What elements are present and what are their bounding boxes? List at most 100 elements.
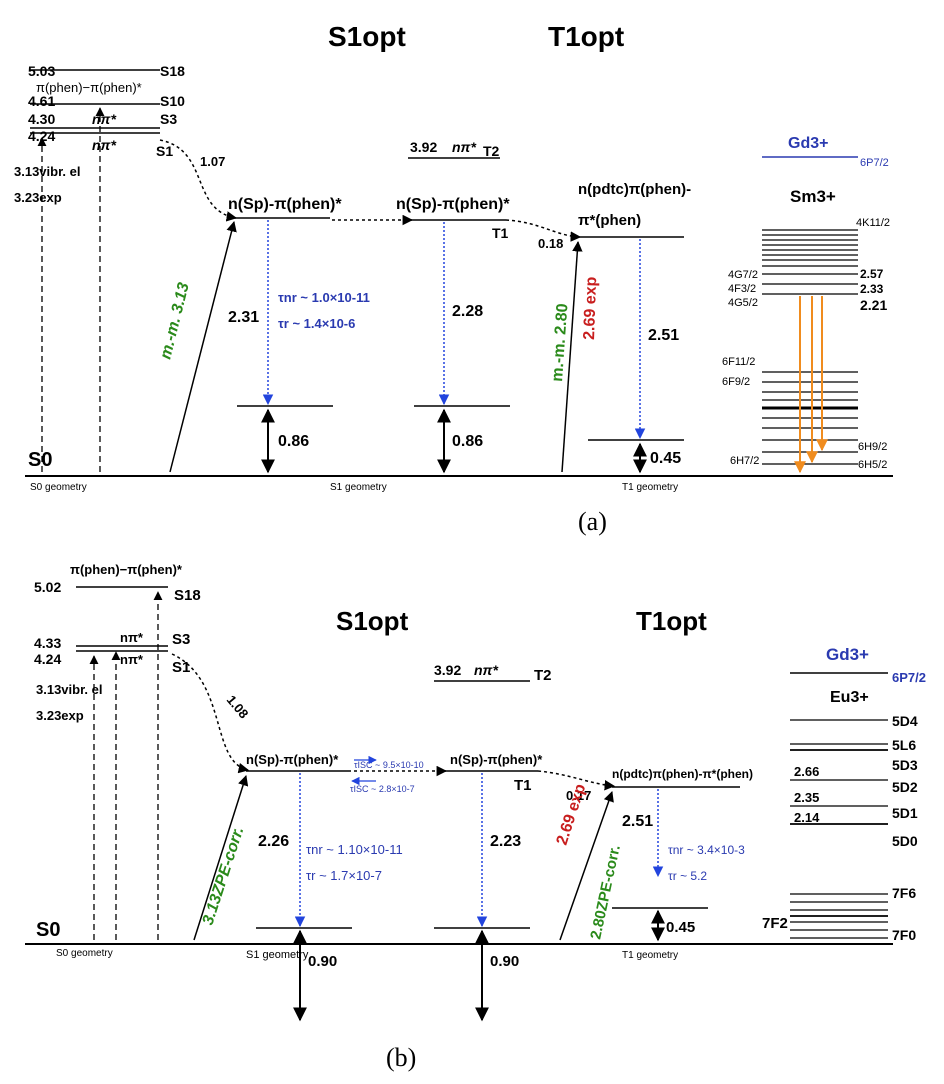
- panel-b-f6: 7F6: [892, 885, 916, 901]
- panel-a-label-s18: S18: [160, 63, 185, 79]
- panel-a: S1opt T1opt S0 5.03 4.61 4.30 4.24 π(phe…: [14, 21, 893, 493]
- panel-b-exp: 3.23exp: [36, 708, 84, 723]
- panel-b-tau-nr: τnr ~ 1.10×10-11: [306, 842, 403, 857]
- panel-b-npi-t2: nπ*: [474, 662, 499, 678]
- panel-b-eu-levels: [790, 719, 888, 939]
- panel-b-label-s3: S3: [172, 631, 190, 648]
- panel-a-h92: 6H9/2: [858, 441, 887, 453]
- panel-b-pp-phen: π(phen)−π(phen)*: [70, 562, 183, 577]
- panel-a-mm-s1: m.-m. 3.13: [157, 281, 192, 361]
- panel-a-sm-levels: [762, 229, 858, 465]
- panel-b-geom-s1: S1 geometry: [246, 949, 309, 961]
- panel-a-mm-arrow-t1: [561, 240, 583, 473]
- panel-a-f112: 6F11/2: [722, 356, 755, 368]
- panel-a-vibr: 3.13vibr. el: [14, 164, 81, 179]
- panel-a-label-t1: T1: [492, 225, 509, 241]
- panel-a-label-s1: S1: [156, 143, 173, 159]
- panel-b-tau-isc-b: τISC ~ 2.8×10-7: [350, 784, 415, 794]
- panel-b-gap-s1: 1.08: [224, 692, 252, 721]
- panel-b-zpe-arrow-t1: [559, 791, 614, 941]
- panel-a-g52: 4G5/2: [728, 297, 758, 309]
- panel-a-geom-s1: S1 geometry: [330, 482, 387, 493]
- panel-b-d2: 5D2: [892, 779, 918, 795]
- panel-b-energy-s18: 5.02: [34, 579, 61, 595]
- panel-a-low-s1: 0.86: [278, 433, 309, 450]
- panel-a-gd-level-label: 6P7/2: [860, 157, 889, 169]
- panel-a-em-t1: 2.51: [648, 327, 679, 344]
- panel-a-label-s3: S3: [160, 111, 177, 127]
- panel-b-energy-s3: 4.33: [34, 635, 61, 651]
- panel-a-tau-r: τr ~ 1.4×10-6: [278, 316, 355, 331]
- panel-a-e233: 2.33: [860, 282, 884, 296]
- panel-a-em-t1s: 2.28: [452, 303, 483, 320]
- panel-b-npi-upper: nπ*: [120, 630, 144, 645]
- panel-b-label-t2: T2: [534, 667, 552, 684]
- panel-a-energy-s3: 4.30: [28, 111, 55, 127]
- panel-b-exp-t1: 2.69 exp: [554, 782, 590, 848]
- panel-b-header-s1opt: S1opt: [336, 606, 409, 636]
- panel-b-low-s1: 0.90: [308, 953, 337, 970]
- panel-b-low-t1: 0.45: [666, 919, 695, 936]
- panel-a-g72: 4G7/2: [728, 269, 758, 281]
- panel-a-npi-lower: nπ*: [92, 137, 117, 153]
- panel-b-gap-t1: 0.17: [566, 788, 591, 803]
- panel-a-state-t1s: n(Sp)-π(phen)*: [396, 196, 510, 213]
- panel-b-d3: 5D3: [892, 757, 918, 773]
- panel-a-k112: 4K11/2: [856, 217, 890, 229]
- panel-a-label-s10: S10: [160, 93, 185, 109]
- panel-b-tau-r-t: τr ~ 5.2: [668, 869, 707, 883]
- panel-a-state-t1-l2: π*(phen): [578, 212, 641, 229]
- panel-b-zpe-t1: 2.80ZPE-corr.: [587, 844, 624, 941]
- panel-b-gd-level-label: 6P7/2: [892, 670, 926, 685]
- panel-b-d0: 5D0: [892, 833, 918, 849]
- panel-a-geom-t1: T1 geometry: [622, 482, 678, 493]
- panel-b-e235: 2.35: [794, 790, 819, 805]
- panel-b-l6: 5L6: [892, 737, 916, 753]
- panel-b-tau-nr-t: τnr ~ 3.4×10-3: [668, 843, 745, 857]
- panel-a-state-s1: n(Sp)-π(phen)*: [228, 196, 342, 213]
- panel-b-energy-t2: 3.92: [434, 662, 461, 678]
- panel-b-geom-t1: T1 geometry: [622, 950, 678, 961]
- panel-a-e257: 2.57: [860, 267, 884, 281]
- panel-a-label-t2: T2: [483, 143, 500, 159]
- panel-a-exp-t1: 2.69 exp: [581, 276, 600, 340]
- panel-a-e221: 2.21: [860, 297, 887, 313]
- panel-a-geom-s0: S0 geometry: [30, 482, 87, 493]
- panel-a-h72: 6H7/2: [730, 455, 759, 467]
- panel-a-energy-t2: 3.92: [410, 139, 437, 155]
- panel-b-npi-lower: nπ*: [120, 652, 144, 667]
- panel-a-s0-label: S0: [28, 449, 52, 471]
- panel-a-header-s1opt: S1opt: [328, 21, 406, 52]
- panel-a-em-s1: 2.31: [228, 309, 259, 326]
- panel-a-relax-curve-t1: [505, 219, 582, 242]
- panel-a-energy-s18: 5.03: [28, 63, 55, 79]
- figure-label-a: (a): [578, 507, 607, 536]
- panel-b-tau-isc-f: τISC ~ 9.5×10-10: [354, 760, 424, 770]
- panel-b-energy-s1: 4.24: [34, 651, 61, 667]
- panel-b-f0: 7F0: [892, 927, 916, 943]
- panel-b-state-s1: n(Sp)-π(phen)*: [246, 752, 339, 767]
- panel-b-e214: 2.14: [794, 810, 820, 825]
- panel-b-state-t1s: n(Sp)-π(phen)*: [450, 752, 543, 767]
- panel-a-gap-s1: 1.07: [200, 154, 225, 169]
- panel-b-e266: 2.66: [794, 764, 819, 779]
- panel-b-relax-curve-t1: [537, 770, 616, 791]
- panel-a-low-t1s: 0.86: [452, 433, 483, 450]
- panel-b-em-t1s: 2.23: [490, 833, 521, 850]
- panel-a-energy-s1: 4.24: [28, 128, 55, 144]
- panel-a-gd-label: Gd3+: [788, 135, 828, 152]
- panel-a-low-t1: 0.45: [650, 450, 681, 467]
- panel-b-relax-curve-s1: [171, 653, 250, 774]
- panel-a-f32: 4F3/2: [728, 283, 756, 295]
- panel-b-label-t1: T1: [514, 777, 532, 794]
- panel-b-gd-label: Gd3+: [826, 645, 869, 664]
- panel-b-label-s1: S1: [172, 659, 190, 676]
- panel-a-h52: 6H5/2: [858, 459, 887, 471]
- panel-a-pp-phen: π(phen)−π(phen)*: [36, 80, 142, 95]
- figure-label-b: (b): [386, 1043, 416, 1072]
- panel-b-label-s18: S18: [174, 587, 201, 604]
- panel-b-f2: 7F2: [762, 915, 788, 932]
- panel-b-vibr: 3.13vibr. el: [36, 682, 103, 697]
- panel-a-npi-upper: nπ*: [92, 111, 117, 127]
